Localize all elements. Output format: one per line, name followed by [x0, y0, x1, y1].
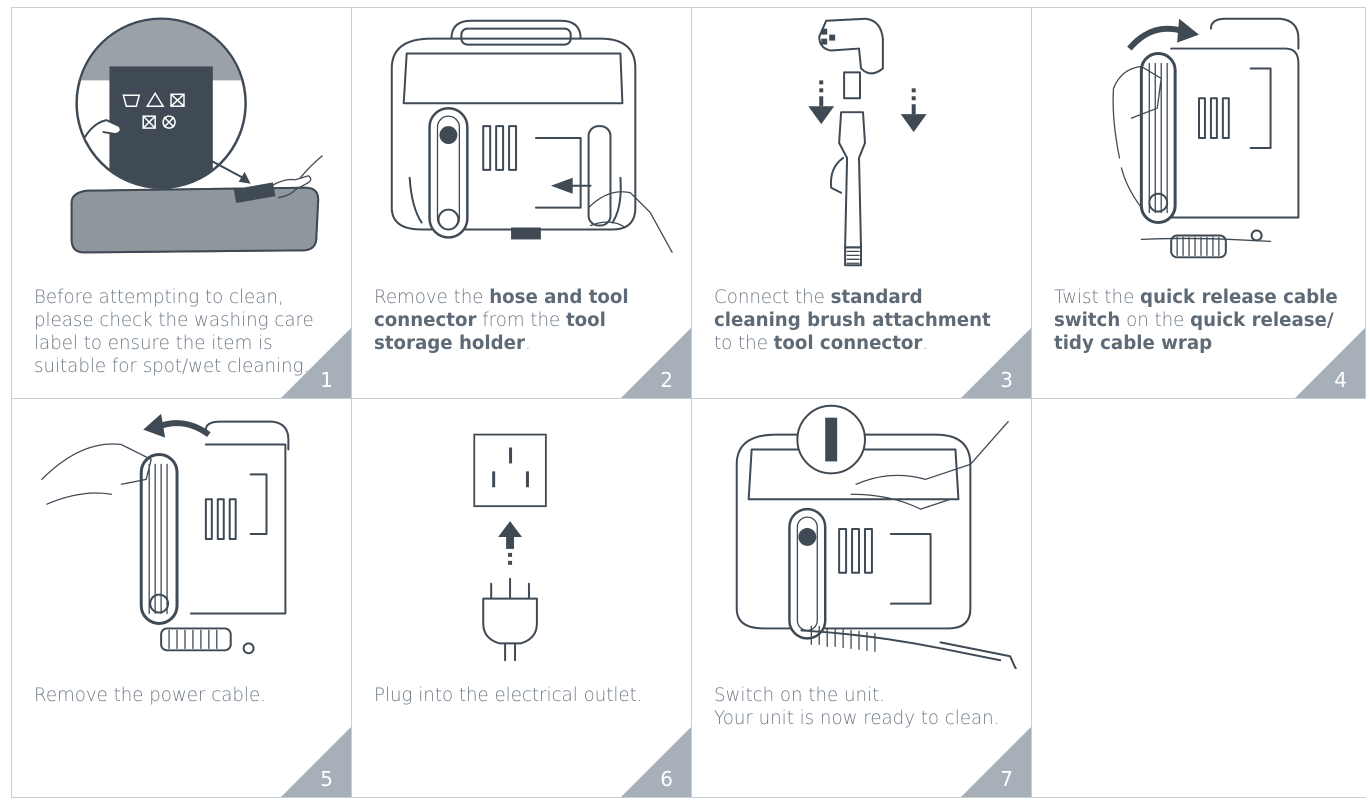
caption-text: Remove the power cable.: [34, 685, 266, 706]
vacuum-unit-icon: [352, 8, 691, 278]
up-arrow-icon: [498, 521, 522, 565]
step-card-6: Plug into the electrical outlet. 6: [351, 398, 692, 798]
step-badge-7: [961, 727, 1031, 797]
curved-arrow-icon: [1129, 19, 1199, 49]
plug-icon: [483, 579, 537, 661]
step-card-4: Twist the quick release cable switch on …: [1031, 7, 1366, 399]
caption-text: on the: [1120, 310, 1190, 331]
step-card-2: Remove the hose and tool connector from …: [351, 7, 692, 399]
caption-text: Plug into the electrical outlet.: [374, 685, 643, 706]
curved-arrow-icon: [143, 414, 209, 438]
step-badge-1: [281, 328, 351, 398]
wall-outlet-icon: [474, 435, 546, 507]
step-number-5: 5: [320, 767, 333, 791]
cable-wrap-icon: [12, 399, 351, 669]
caption-text: Twist the: [1054, 287, 1140, 308]
step-badge-5: [281, 727, 351, 797]
caption-text: Switch on the unit. Your unit is now rea…: [714, 685, 999, 729]
caption-text: Remove the: [374, 287, 489, 308]
step-number-1: 1: [320, 368, 333, 392]
step-card-1: Before attempting to clean, please check…: [11, 7, 352, 399]
caption-text: .: [922, 333, 928, 354]
caption-text: Before attempting to clean, please check…: [34, 287, 314, 377]
step-caption-7: Switch on the unit. Your unit is now rea…: [714, 684, 1013, 730]
step-caption-5: Remove the power cable.: [34, 684, 333, 707]
step-badge-2: [621, 328, 691, 398]
cable-wrap-icon: [1032, 8, 1365, 278]
caption-text: from the: [476, 310, 566, 331]
care-label-illustration: [12, 8, 351, 278]
brush-attachment-icon: [692, 8, 1031, 278]
step-number-3: 3: [1000, 368, 1013, 392]
step-number-4: 4: [1334, 368, 1347, 392]
step-card-3: Connect the standard cleaning brush atta…: [691, 7, 1032, 399]
power-switch-icon: [797, 406, 865, 474]
step-badge-6: [621, 727, 691, 797]
down-arrow-icon: [808, 80, 834, 124]
step-card-5: Remove the power cable. 5: [11, 398, 352, 798]
caption-text: .: [525, 333, 531, 354]
step-number-6: 6: [660, 767, 673, 791]
caption-text: to the: [714, 333, 774, 354]
step-number-7: 7: [1000, 767, 1013, 791]
step-badge-3: [961, 328, 1031, 398]
empty-card: [1031, 398, 1366, 798]
caption-text: Connect the: [714, 287, 831, 308]
vacuum-unit-icon: [692, 399, 1031, 669]
step-caption-6: Plug into the electrical outlet.: [374, 684, 673, 707]
step-number-2: 2: [660, 368, 673, 392]
bold-term: tool connector: [774, 333, 923, 354]
step-card-7: Switch on the unit. Your unit is now rea…: [691, 398, 1032, 798]
outlet-illustration: [352, 399, 691, 669]
step-badge-4: [1295, 328, 1365, 398]
